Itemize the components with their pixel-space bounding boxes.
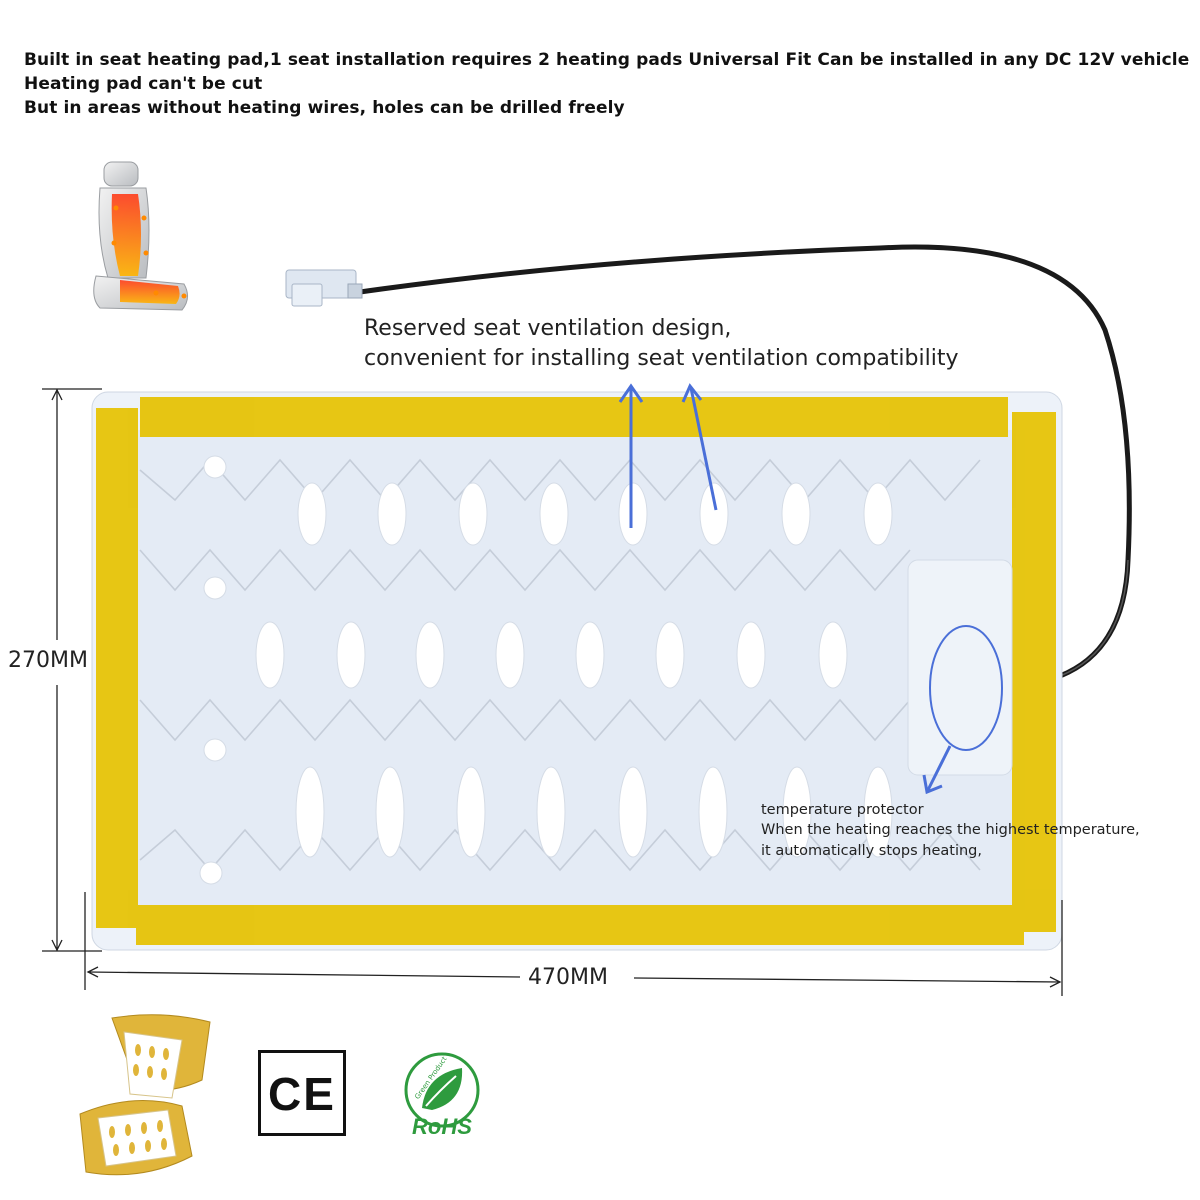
protector-note-line-2: When the heating reaches the highest tem… xyxy=(761,822,1140,838)
ventilation-holes xyxy=(255,482,893,858)
ce-mark-icon: CE xyxy=(258,1050,346,1136)
rohs-leaf-icon: Green Product RoHS xyxy=(396,1050,488,1142)
connector-plug xyxy=(285,269,363,307)
protector-highlight-circle xyxy=(929,625,1003,751)
height-dimension xyxy=(42,388,102,952)
temperature-protector-patch xyxy=(907,559,1013,776)
ventilation-note-line-2: convenient for installing seat ventilati… xyxy=(364,346,959,371)
header-line-3: But in areas without heating wires, hole… xyxy=(24,98,625,118)
heating-wire-pattern xyxy=(139,458,981,872)
ventilation-note-line-1: Reserved seat ventilation design, xyxy=(364,316,732,341)
yellow-tape xyxy=(96,397,1056,945)
heated-seat-icon xyxy=(86,158,208,320)
width-dimension xyxy=(84,892,1063,996)
protector-note-line-1: temperature protector xyxy=(761,802,924,818)
width-label: 470MM xyxy=(528,965,608,990)
ventilation-arrows xyxy=(618,383,718,528)
mounting-holes xyxy=(199,455,227,885)
height-label: 270MM xyxy=(8,648,88,673)
ce-text: CE xyxy=(268,1068,336,1120)
protector-note-line-3: it automatically stops heating, xyxy=(761,843,982,859)
rohs-text: RoHS xyxy=(412,1114,472,1139)
installed-seat-icon xyxy=(72,1010,217,1190)
header-line-2: Heating pad can't be cut xyxy=(24,74,263,94)
header-line-1: Built in seat heating pad,1 seat install… xyxy=(24,50,1190,70)
protector-arrow xyxy=(922,745,952,795)
